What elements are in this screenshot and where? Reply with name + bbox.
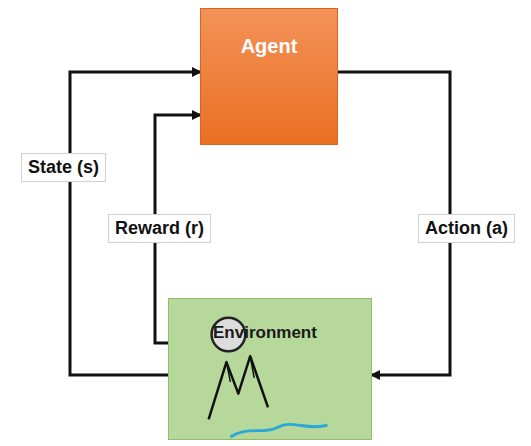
environment-label: Environment: [213, 323, 317, 343]
edge-label: State (s): [21, 153, 106, 182]
agent-label: Agent: [241, 35, 298, 58]
mountain-illustration: [169, 299, 371, 439]
edge-label: Action (a): [418, 214, 515, 243]
environment-box: Environment: [168, 298, 372, 440]
agent-box: Agent: [200, 8, 338, 145]
edge-label: Reward (r): [108, 214, 211, 243]
